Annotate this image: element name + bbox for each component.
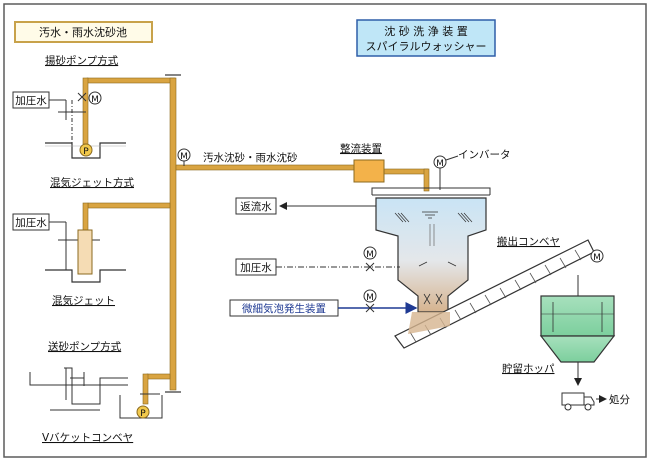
equipment-title-line2: スパイラルウォッシャー bbox=[366, 40, 487, 53]
svg-text:M: M bbox=[366, 250, 374, 260]
svg-text:M: M bbox=[436, 159, 444, 169]
title-box bbox=[14, 21, 153, 43]
motor-icon-5 bbox=[363, 289, 377, 303]
sewage-sand-label: 汚水沈砂・雨水沈砂 bbox=[203, 151, 298, 164]
inverter-label: インバータ bbox=[458, 149, 511, 161]
air-jet-method-label: 混気ジェット方式 bbox=[50, 176, 134, 189]
truck-icon bbox=[561, 392, 595, 411]
return-water-box bbox=[235, 197, 277, 215]
svg-text:P: P bbox=[83, 147, 89, 157]
pressurized-water-label-3: 加圧水 bbox=[240, 262, 272, 274]
equipment-title-box bbox=[356, 19, 496, 57]
return-water-label: 返流水 bbox=[240, 200, 272, 213]
air-jet-label: 混気ジェット bbox=[52, 294, 115, 307]
pump-icon-2 bbox=[136, 405, 150, 419]
equipment-title-line1: 沈 砂 洗 浄 装 置 bbox=[384, 24, 467, 38]
motor-icon-4 bbox=[363, 246, 377, 260]
storage-hopper bbox=[539, 295, 616, 363]
rectifier-label: 整流装置 bbox=[340, 142, 382, 155]
disposal-label: 処分 bbox=[609, 393, 630, 406]
v-bucket-label: Vバケットコンベヤ bbox=[42, 432, 133, 444]
svg-text:P: P bbox=[140, 409, 146, 419]
pressurized-water-label-1: 加圧水 bbox=[15, 95, 47, 107]
spiral-washer-tank bbox=[371, 187, 491, 313]
motor-icon bbox=[88, 91, 102, 105]
air-jet-unit bbox=[77, 229, 93, 275]
svg-text:M: M bbox=[180, 152, 188, 162]
pump-icon bbox=[79, 143, 93, 157]
pressurized-water-label-2: 加圧水 bbox=[15, 217, 47, 229]
main-pipe bbox=[82, 77, 430, 405]
transfer-pump-sketch bbox=[29, 367, 163, 419]
microbubble-label: 微細気泡発生装置 bbox=[242, 302, 326, 315]
discharge-conveyor bbox=[394, 239, 595, 349]
storage-hopper-label: 貯留ホッパ bbox=[502, 362, 555, 375]
svg-text:M: M bbox=[91, 95, 99, 105]
rectifier-box bbox=[353, 159, 385, 183]
svg-text:M: M bbox=[593, 253, 601, 263]
diagram-title: 汚水・雨水沈砂池 bbox=[39, 25, 127, 39]
discharge-conveyor-label: 搬出コンベヤ bbox=[497, 235, 560, 248]
lift-pump-method-label: 揚砂ポンプ方式 bbox=[45, 54, 119, 67]
transfer-pump-method-label: 送砂ポンプ方式 bbox=[48, 340, 122, 353]
motor-icon-6 bbox=[590, 249, 604, 263]
svg-text:M: M bbox=[366, 293, 374, 303]
